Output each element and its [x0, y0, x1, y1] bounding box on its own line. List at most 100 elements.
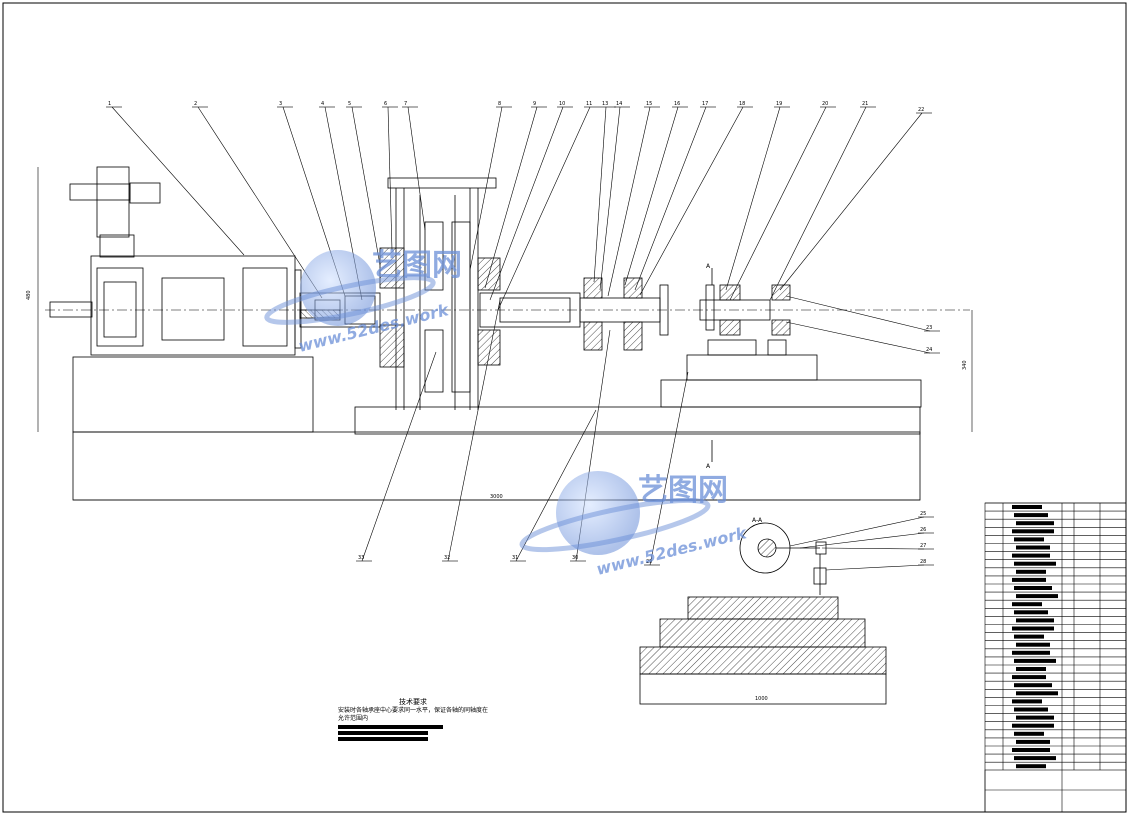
watermark-cn-1: 艺图网 — [372, 248, 462, 283]
parts-list-cell — [1016, 642, 1050, 647]
parts-list-cell — [1014, 537, 1044, 542]
parts-list-cell — [1012, 626, 1054, 631]
parts-list-cell — [1016, 715, 1054, 720]
balloon-leader-7 — [407, 106, 426, 231]
balloon-leader-26 — [799, 532, 925, 549]
balloon-leader-22 — [779, 112, 923, 291]
balloon-label-19: 19 — [776, 101, 782, 107]
balloon-label-9: 9 — [533, 101, 536, 107]
parts-list-cell — [1012, 553, 1050, 558]
balloon-label-20: 20 — [822, 101, 828, 107]
balloon-label-6: 6 — [384, 101, 387, 107]
balloon-leader-6 — [387, 106, 393, 251]
dim-overall-length: 3000 — [490, 494, 503, 500]
parts-list-cell — [1014, 683, 1052, 688]
tech-req-title: 技术要求 — [399, 698, 427, 706]
balloon-leader-17 — [634, 106, 707, 291]
parts-list-cell — [1014, 610, 1048, 615]
parts-list-cell — [1012, 505, 1042, 509]
balloon-label-24: 24 — [926, 347, 932, 353]
main-foundation — [72, 431, 921, 501]
parts-list-cell — [1012, 723, 1054, 728]
balloon-label-2: 2 — [194, 101, 197, 107]
parts-list-cell — [1014, 513, 1048, 518]
dim-section-base: 1000 — [755, 696, 768, 702]
technical-requirements: 技术要求 安装时各轴承座中心要求同一水平，保证各轴的同轴度在允许范围内 — [338, 698, 488, 741]
balloon-leader-20 — [729, 106, 827, 301]
balloon-label-16: 16 — [674, 101, 680, 107]
parts-list-cell — [1014, 658, 1056, 663]
balloon-leader-24 — [785, 321, 931, 354]
balloon-label-31: 31 — [512, 555, 518, 561]
balloon-label-15: 15 — [646, 101, 652, 107]
parts-list-cell — [1014, 561, 1056, 566]
dim-right-height: 340 — [962, 360, 968, 370]
parts-list-cell — [1016, 521, 1054, 526]
balloon-label-22: 22 — [918, 107, 924, 113]
balloon-label-30: 30 — [572, 555, 578, 561]
tech-req-redacted-3 — [338, 737, 428, 741]
balloon-leader-16 — [624, 106, 679, 286]
balloon-leader-25 — [789, 516, 925, 547]
watermark-cn-2: 艺图网 — [638, 473, 728, 508]
parts-list-cell — [1016, 545, 1050, 550]
balloon-leader-13 — [593, 106, 607, 283]
parts-list — [984, 502, 1127, 813]
balloon-leader-9 — [484, 106, 538, 289]
tech-req-redacted-2 — [338, 731, 428, 735]
balloon-leader-33 — [361, 351, 437, 562]
motor-foundation — [72, 356, 314, 433]
parts-list-cell — [1016, 594, 1058, 599]
parts-list-cell — [1014, 731, 1044, 736]
balloon-label-32: 32 — [444, 555, 450, 561]
balloon-leader-29 — [649, 371, 689, 566]
balloon-label-13: 13 — [602, 101, 608, 107]
balloon-label-21: 21 — [862, 101, 868, 107]
balloon-leader-32 — [447, 299, 501, 562]
balloon-leader-11 — [497, 106, 591, 311]
parts-list-cell — [1012, 529, 1054, 534]
motor-upper — [96, 166, 130, 238]
balloon-label-7: 7 — [404, 101, 407, 107]
balloon-leader-8 — [469, 106, 503, 271]
parts-list-cell — [1012, 577, 1046, 582]
balloon-label-25: 25 — [920, 511, 926, 517]
balloon-leader-18 — [639, 106, 744, 296]
balloon-leader-27 — [821, 547, 925, 550]
parts-list-cell — [1012, 650, 1050, 655]
parts-list-redactions — [1012, 505, 1058, 769]
balloon-leader-19 — [725, 106, 781, 291]
balloon-label-26: 26 — [920, 527, 926, 533]
balloon-label-8: 8 — [498, 101, 501, 107]
parts-list-cell — [1012, 675, 1046, 680]
parts-list-cell — [1014, 586, 1052, 590]
balloon-label-14: 14 — [616, 101, 622, 107]
balloon-leader-2 — [197, 106, 323, 299]
parts-list-cell — [1014, 707, 1048, 712]
balloon-leader-15 — [607, 106, 651, 297]
parts-list-cell — [1016, 691, 1058, 696]
section-marker-top: A — [706, 263, 711, 270]
section-view-label: A-A — [752, 517, 763, 524]
dim-left-height: 480 — [26, 290, 32, 300]
watermark-logo-1: 艺图网 www.52des.work — [264, 248, 462, 356]
balloon-label-33: 33 — [358, 555, 364, 561]
balloon-leader-23 — [785, 295, 931, 332]
balloon-label-5: 5 — [348, 101, 351, 107]
balloon-leader-5 — [351, 106, 381, 266]
balloon-label-27: 27 — [920, 543, 926, 549]
balloon-label-1: 1 — [108, 101, 111, 107]
parts-list-cell — [1012, 602, 1042, 607]
balloon-label-11: 11 — [586, 101, 592, 107]
balloon-label-3: 3 — [279, 101, 282, 107]
balloon-leader-10 — [489, 106, 564, 301]
watermark-logo-2: 艺图网 www.52des.work — [519, 471, 750, 579]
parts-list-cell — [1016, 667, 1046, 671]
tech-req-redacted-1 — [338, 725, 443, 729]
balloon-leader-28 — [825, 564, 925, 571]
balloon-label-18: 18 — [739, 101, 745, 107]
